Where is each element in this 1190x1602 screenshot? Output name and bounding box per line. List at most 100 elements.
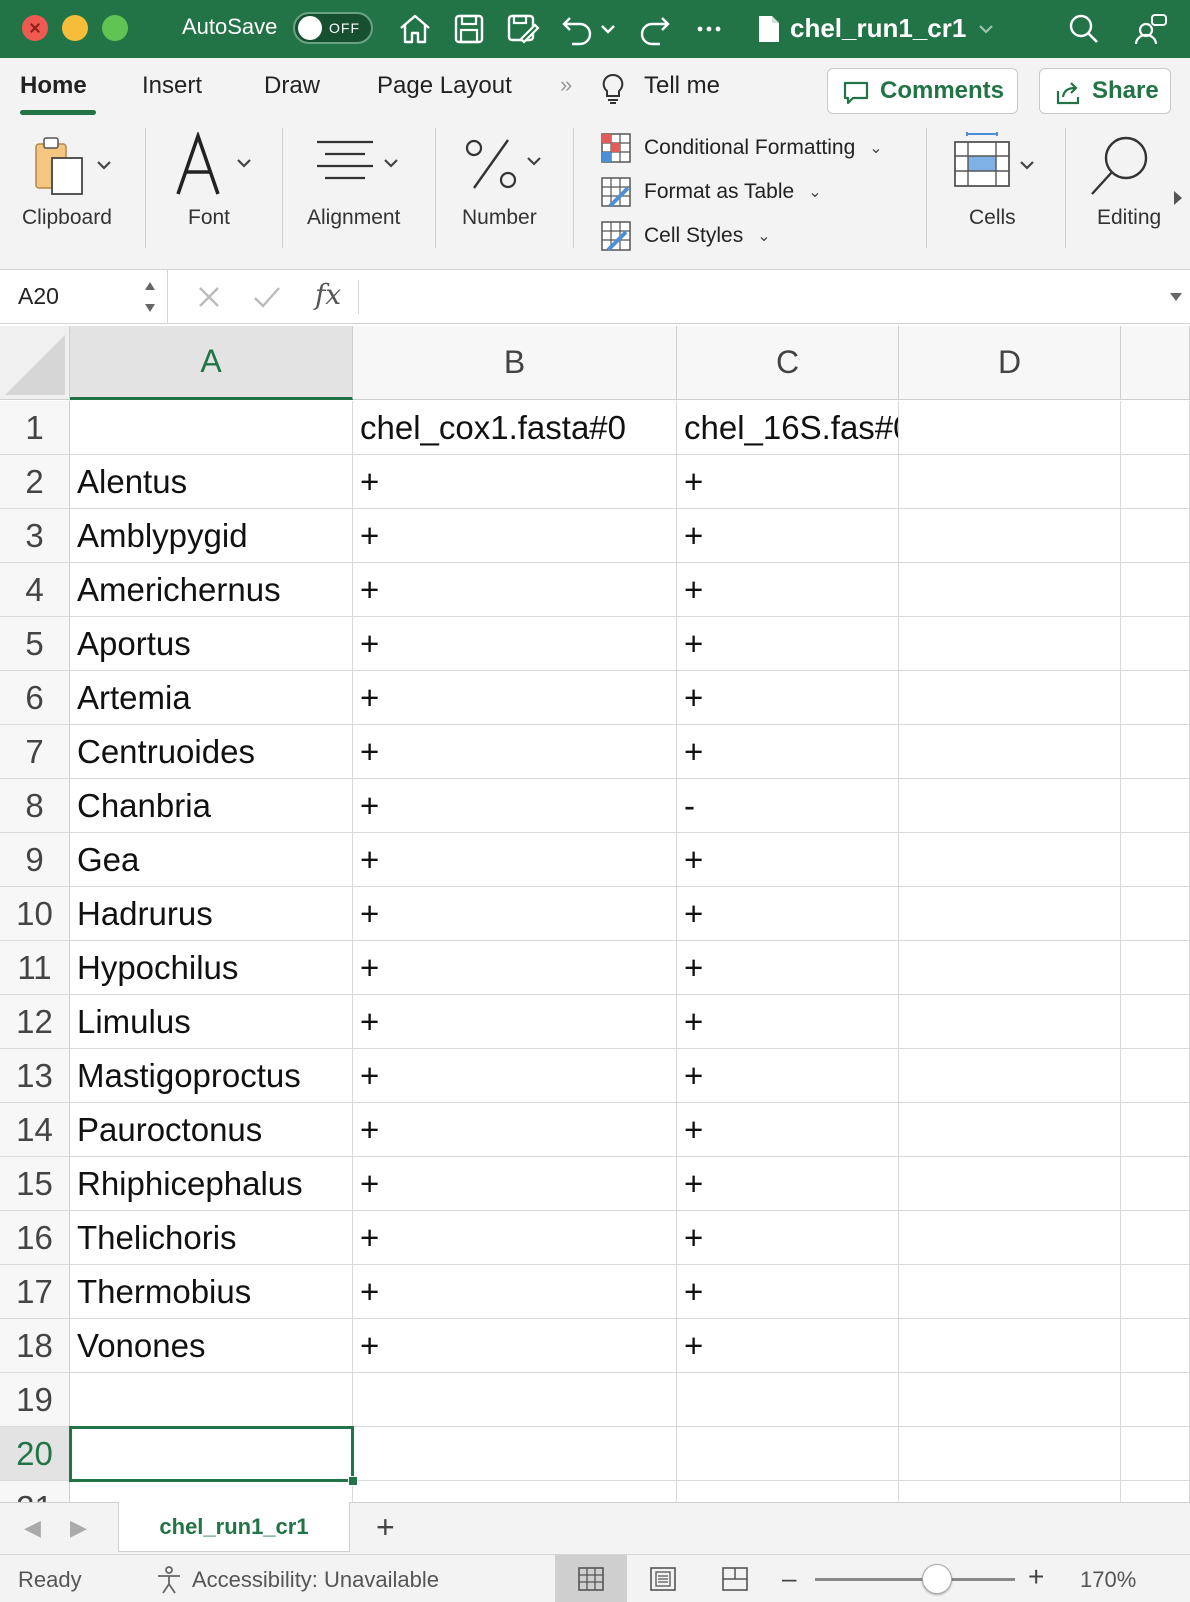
page-layout-view-button[interactable] — [627, 1555, 699, 1602]
undo-icon[interactable] — [558, 10, 596, 48]
cell-d21[interactable] — [899, 1481, 1121, 1502]
row-header[interactable]: 17 — [0, 1265, 70, 1319]
redo-icon[interactable] — [636, 10, 674, 48]
cell-d14[interactable] — [899, 1103, 1121, 1157]
next-sheet-icon[interactable]: ▶ — [70, 1515, 87, 1540]
cell-d4[interactable] — [899, 563, 1121, 617]
name-box[interactable]: A20 — [0, 270, 168, 324]
cell-b20[interactable] — [353, 1427, 677, 1481]
zoom-out-icon[interactable]: – — [782, 1563, 797, 1593]
cell-a17[interactable]: Thermobius — [70, 1265, 353, 1319]
cell-c4[interactable]: + — [677, 563, 899, 617]
cell-a16[interactable]: Thelichoris — [70, 1211, 353, 1265]
column-header-a[interactable]: A — [70, 326, 353, 400]
row-header[interactable]: 8 — [0, 779, 70, 833]
column-header-b[interactable]: B — [353, 326, 677, 400]
account-icon[interactable] — [1132, 10, 1170, 48]
cell-a10[interactable]: Hadrurus — [70, 887, 353, 941]
cancel-icon[interactable] — [196, 284, 222, 310]
clipboard-group[interactable]: Clipboard — [0, 122, 145, 270]
row-header[interactable]: 11 — [0, 941, 70, 995]
cell-filler[interactable] — [1121, 833, 1190, 887]
column-header-c[interactable]: C — [677, 326, 899, 400]
cell-c11[interactable]: + — [677, 941, 899, 995]
cell-a7[interactable]: Centruoides — [70, 725, 353, 779]
row-header[interactable]: 21 — [0, 1481, 70, 1502]
editing-group[interactable]: Editing — [1066, 122, 1170, 270]
document-title[interactable]: chel_run1_cr1 — [790, 13, 967, 43]
column-header-d[interactable]: D — [899, 326, 1121, 400]
more-icon[interactable] — [690, 10, 728, 48]
cell-d10[interactable] — [899, 887, 1121, 941]
cell-d13[interactable] — [899, 1049, 1121, 1103]
row-header[interactable]: 10 — [0, 887, 70, 941]
cell-filler[interactable] — [1121, 509, 1190, 563]
cell-filler[interactable] — [1121, 1157, 1190, 1211]
cell-filler[interactable] — [1121, 455, 1190, 509]
row-header[interactable]: 5 — [0, 617, 70, 671]
cell-filler[interactable] — [1121, 1211, 1190, 1265]
cell-a19[interactable] — [70, 1373, 353, 1427]
format-as-table-button[interactable]: Format as Table ⌄ — [600, 176, 822, 208]
cell-a9[interactable]: Gea — [70, 833, 353, 887]
cell-a3[interactable]: Amblypygid — [70, 509, 353, 563]
cell-b16[interactable]: + — [353, 1211, 677, 1265]
cell-filler[interactable] — [1121, 725, 1190, 779]
cell-filler[interactable] — [1121, 941, 1190, 995]
cell-d8[interactable] — [899, 779, 1121, 833]
row-header[interactable]: 14 — [0, 1103, 70, 1157]
zoom-slider-track[interactable] — [815, 1578, 1015, 1581]
cell-b5[interactable]: + — [353, 617, 677, 671]
tab-insert[interactable]: Insert — [142, 72, 203, 99]
name-box-stepper-icon[interactable] — [142, 278, 158, 316]
close-window-button[interactable] — [22, 15, 48, 41]
row-header[interactable]: 20 — [0, 1427, 70, 1481]
cell-a5[interactable]: Aportus — [70, 617, 353, 671]
search-icon[interactable] — [1065, 10, 1103, 48]
cell-filler[interactable] — [1121, 1265, 1190, 1319]
cell-filler[interactable] — [1121, 779, 1190, 833]
cell-d20[interactable] — [899, 1427, 1121, 1481]
cell-b18[interactable]: + — [353, 1319, 677, 1373]
cell-d5[interactable] — [899, 617, 1121, 671]
cell-d11[interactable] — [899, 941, 1121, 995]
cell-b14[interactable]: + — [353, 1103, 677, 1157]
cell-c18[interactable]: + — [677, 1319, 899, 1373]
cell-b7[interactable]: + — [353, 725, 677, 779]
cell-d6[interactable] — [899, 671, 1121, 725]
save-icon[interactable] — [450, 10, 488, 48]
cell-a2[interactable]: Alentus — [70, 455, 353, 509]
prev-sheet-icon[interactable]: ◀ — [24, 1515, 41, 1540]
tab-draw[interactable]: Draw — [264, 72, 321, 99]
tab-home[interactable]: Home — [20, 72, 87, 99]
cell-filler[interactable] — [1121, 1427, 1190, 1481]
cell-filler[interactable] — [1121, 1373, 1190, 1427]
comments-button[interactable]: Comments — [827, 68, 1018, 114]
cell-filler[interactable] — [1121, 1319, 1190, 1373]
cell-b4[interactable]: + — [353, 563, 677, 617]
row-header[interactable]: 12 — [0, 995, 70, 1049]
cell-d1[interactable] — [899, 401, 1121, 455]
add-sheet-icon[interactable]: + — [376, 1509, 395, 1545]
cell-a14[interactable]: Pauroctonus — [70, 1103, 353, 1157]
conditional-formatting-button[interactable]: Conditional Formatting ⌄ — [600, 132, 883, 164]
cell-c15[interactable]: + — [677, 1157, 899, 1211]
font-group[interactable]: Font — [146, 122, 282, 270]
cell-c1[interactable]: chel_16S.fas#0 — [677, 401, 899, 455]
cell-b19[interactable] — [353, 1373, 677, 1427]
cell-c17[interactable]: + — [677, 1265, 899, 1319]
cell-b2[interactable]: + — [353, 455, 677, 509]
zoom-in-icon[interactable]: + — [1028, 1561, 1045, 1592]
cell-b10[interactable]: + — [353, 887, 677, 941]
cell-a13[interactable]: Mastigoproctus — [70, 1049, 353, 1103]
cell-d15[interactable] — [899, 1157, 1121, 1211]
cell-filler[interactable] — [1121, 617, 1190, 671]
cell-a21[interactable] — [70, 1481, 353, 1502]
cell-d16[interactable] — [899, 1211, 1121, 1265]
cell-b12[interactable]: + — [353, 995, 677, 1049]
cell-c6[interactable]: + — [677, 671, 899, 725]
cell-a8[interactable]: Chanbria — [70, 779, 353, 833]
status-accessibility[interactable]: Accessibility: Unavailable — [192, 1567, 439, 1592]
cell-d18[interactable] — [899, 1319, 1121, 1373]
cell-d9[interactable] — [899, 833, 1121, 887]
